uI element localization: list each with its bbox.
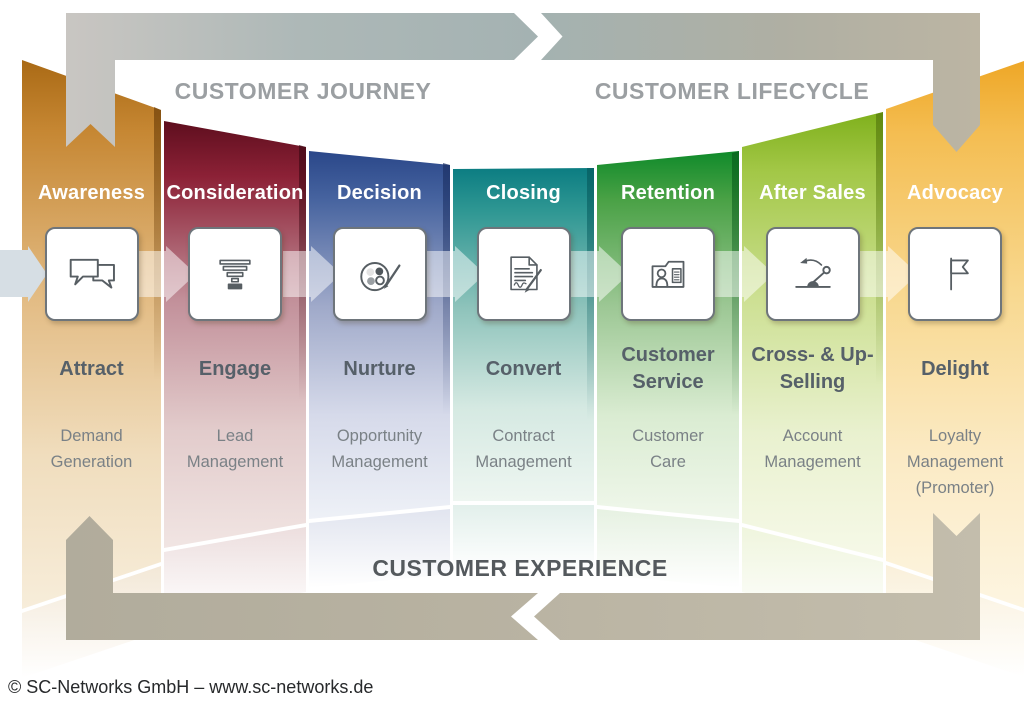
stage-name: Advocacy xyxy=(886,176,1024,210)
contract-signing-icon xyxy=(493,243,555,305)
stage-focus: Customer Care xyxy=(626,423,710,475)
copyright-text: © SC-Networks GmbH – www.sc-networks.de xyxy=(8,677,373,698)
stage-name: Decision xyxy=(309,176,450,210)
stage-focus: Account Management xyxy=(754,423,872,475)
stage-column-retention: Retention Customer Service Customer Care xyxy=(597,0,739,705)
customer-file-icon xyxy=(637,243,699,305)
stage-action: Nurture xyxy=(316,340,444,398)
stage-icon-box xyxy=(477,227,571,321)
stage-name: After Sales xyxy=(742,176,883,210)
stage-name: Closing xyxy=(453,176,594,210)
stage-icon-box xyxy=(766,227,860,321)
flag-icon xyxy=(924,243,986,305)
stage-action: Convert xyxy=(460,340,588,398)
stage-action: Customer Service xyxy=(604,340,732,398)
stage-focus: Demand Generation xyxy=(33,423,151,475)
stage-column-after-sales: After Sales Cross- & Up-Selling Account … xyxy=(742,0,883,705)
stage-column-advocacy: Advocacy Delight Loyalty Management (Pro… xyxy=(886,0,1024,705)
palette-pen-icon xyxy=(349,243,411,305)
stage-column-consideration: Consideration Engage Lead Management xyxy=(164,0,306,705)
stage-icon-box xyxy=(621,227,715,321)
stage-icon-box xyxy=(908,227,1002,321)
stage-column-decision: Decision Nurture Opportunity Management xyxy=(309,0,450,705)
stage-focus: Lead Management xyxy=(176,423,294,475)
stage-action: Engage xyxy=(171,340,299,398)
chat-bubbles-icon xyxy=(61,243,123,305)
stage-icon-box xyxy=(188,227,282,321)
stage-icon-box xyxy=(333,227,427,321)
stage-action: Cross- & Up-Selling xyxy=(749,340,877,398)
stage-focus: Opportunity Management xyxy=(321,423,439,475)
stage-focus: Contract Management xyxy=(465,423,583,475)
stage-name: Consideration xyxy=(164,176,306,210)
stage-column-awareness: Awareness Attract Demand Generation xyxy=(22,0,161,705)
stage-focus: Loyalty Management (Promoter) xyxy=(896,423,1014,501)
stage-action: Attract xyxy=(28,340,156,398)
stage-name: Retention xyxy=(597,176,739,210)
stage-action: Delight xyxy=(891,340,1019,398)
lever-switch-icon xyxy=(782,243,844,305)
stage-name: Awareness xyxy=(22,176,161,210)
stage-column-closing: Closing Convert Contract Management xyxy=(453,0,594,705)
funnel-icon xyxy=(204,243,266,305)
stage-icon-box xyxy=(45,227,139,321)
